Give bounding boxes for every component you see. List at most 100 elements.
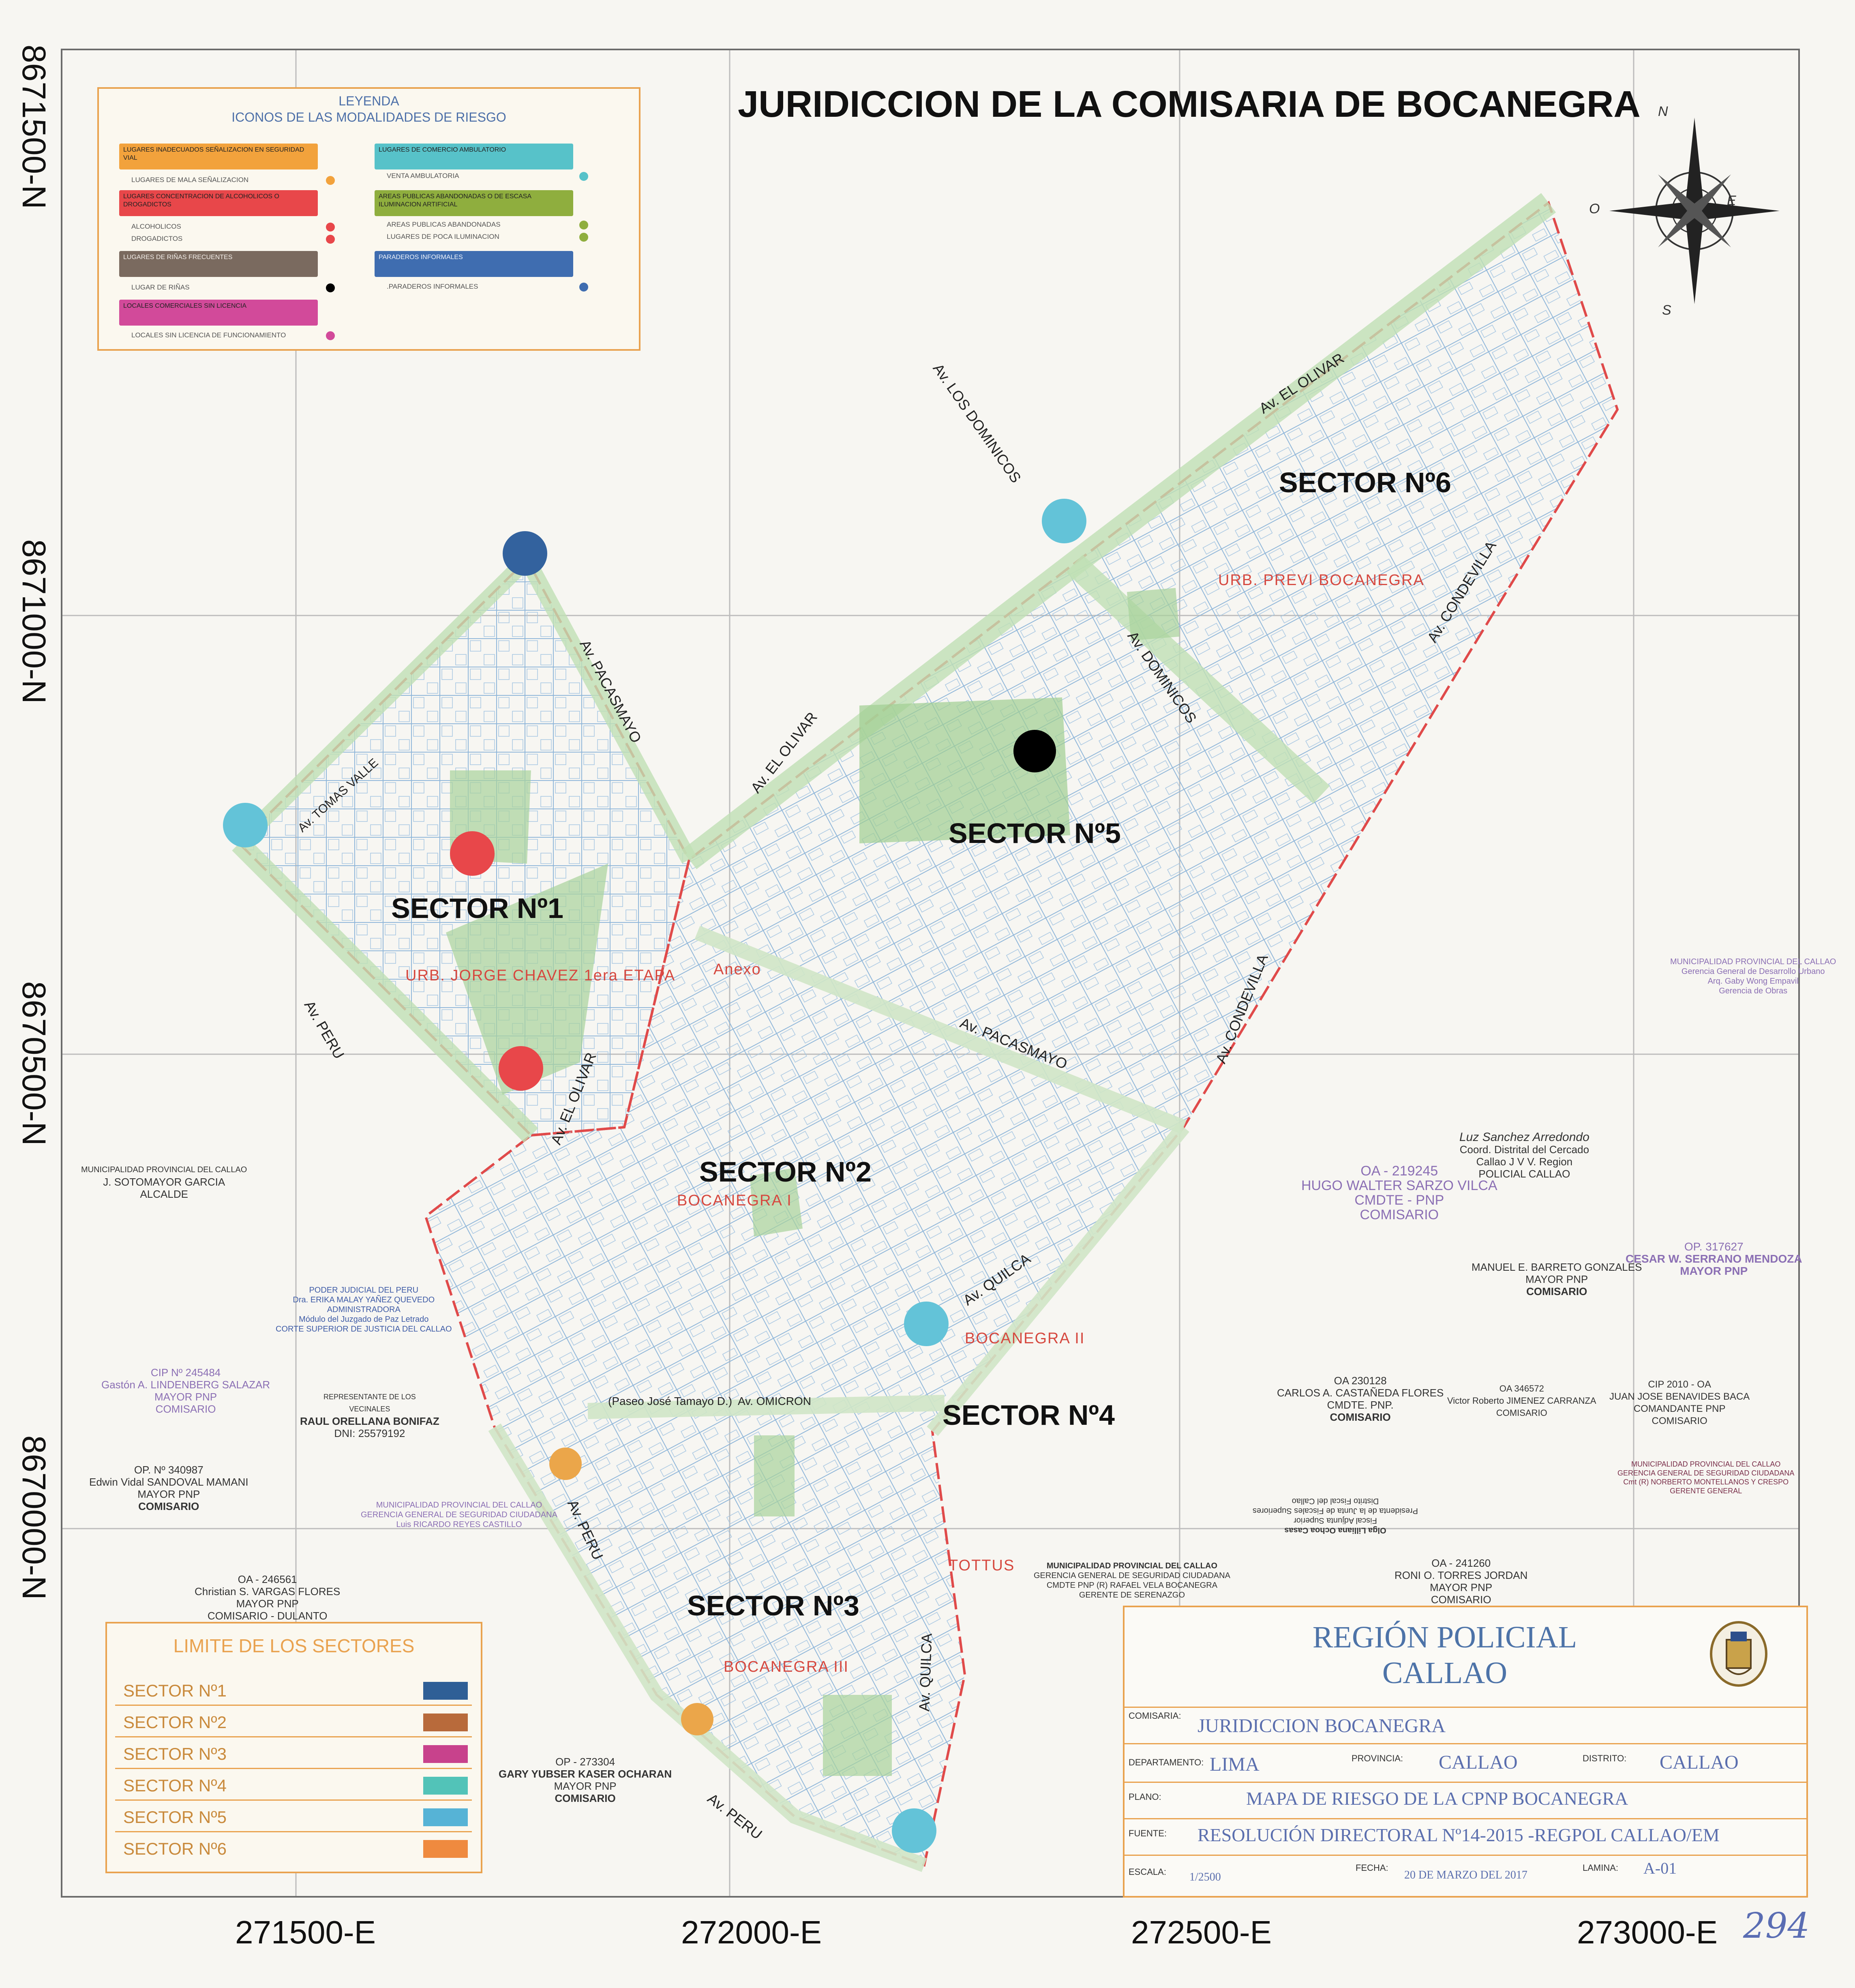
coord-x-3: 272500-E [1131, 1914, 1272, 1950]
legend-dot-magenta [326, 331, 335, 340]
stamp-alcalde: MUNICIPALIDAD PROVINCIAL DEL CALLAO J. S… [81, 1165, 247, 1200]
coord-y-3: 8670500-N [15, 981, 52, 1146]
stamp-norberto-montellanos: MUNICIPALIDAD PROVINCIAL DEL CALLAO GERE… [1617, 1460, 1795, 1495]
value-plano: MAPA DE RIESGO DE LA CPNP BOCANEGRA [1246, 1788, 1628, 1809]
legend-band-sin-licencia: LOCALES COMERCIALES SIN LICENCIA [119, 300, 318, 326]
stamp-manuel-barreto: MANUEL E. BARRETO GONZALES MAYOR PNP COM… [1472, 1261, 1642, 1297]
legend-dot-olive-2 [579, 233, 588, 242]
street-omicron: Av. OMICRON [738, 1395, 811, 1407]
label-departamento: DEPARTAMENTO: [1129, 1757, 1204, 1767]
value-escala: 1/2500 [1189, 1871, 1221, 1883]
stamp-carlos-castaneda: OA 230128 CARLOS A. CASTAÑEDA FLORES CMD… [1277, 1375, 1444, 1423]
legend-dot-olive-1 [579, 221, 588, 229]
value-lamina: A-01 [1643, 1859, 1677, 1877]
stamp-juan-benavides: CIP 2010 - OA JUAN JOSE BENAVIDES BACA C… [1609, 1379, 1750, 1426]
legend-band-paraderos: PARADEROS INFORMALES [375, 251, 573, 277]
coord-y-1: 8671500-N [15, 45, 52, 209]
stamp-olga-ochoa: Olga Lilliana Ochoa Casas Fiscal Adjunta… [1253, 1497, 1418, 1535]
sector-5-label: SECTOR Nº5 [949, 817, 1121, 849]
urb-bocanegra-iii: BOCANEGRA III [724, 1658, 849, 1675]
sector-6-label: SECTOR Nº6 [1279, 467, 1451, 498]
risk-marker-paradero [503, 531, 547, 576]
coord-x-1: 271500-E [235, 1914, 376, 1950]
urb-bocanegra-ii: BOCANEGRA II [965, 1330, 1085, 1347]
label-provincia: PROVINCIA: [1352, 1753, 1403, 1763]
label-fuente: FUENTE: [1129, 1828, 1167, 1838]
value-fecha: 20 DE MARZO DEL 2017 [1404, 1869, 1527, 1881]
value-distrito: CALLAO [1660, 1752, 1739, 1773]
stamp-luis-reyes: MUNICIPALIDAD PROVINCIAL DEL CALLAO GERE… [361, 1501, 557, 1529]
stamp-christian-vargas: OA - 246561 Christian S. VARGAS FLORES M… [195, 1573, 341, 1622]
urb-bocanegra-i: BOCANEGRA I [677, 1192, 792, 1209]
legend-band-alcoholicos: LUGARES CONCENTRACION DE ALCOHOLICOS O D… [119, 190, 318, 216]
legend-subtitle: ICONOS DE LAS MODALIDADES DE RIESGO [231, 110, 506, 124]
label-comisaria: COMISARIA: [1129, 1711, 1181, 1721]
legend-item-abandonadas: AREAS PUBLICAS ABANDONADAS [387, 221, 501, 228]
stamp-roni-torres: OA - 241260 RONI O. TORRES JORDAN MAYOR … [1394, 1557, 1528, 1606]
street-quilca-s: Av. QUILCA [916, 1633, 935, 1712]
legend-dot-black [326, 283, 335, 292]
value-provincia: CALLAO [1439, 1752, 1518, 1773]
label-fecha: FECHA: [1356, 1863, 1388, 1873]
coord-x-2: 272000-E [681, 1914, 822, 1950]
stamp-hugo-sarzo: OA - 219245 HUGO WALTER SARZO VILCA CMDT… [1301, 1163, 1497, 1222]
street-tamayo: (Paseo José Tamayo D.) [608, 1395, 733, 1407]
jurisdiction-areas [232, 193, 1619, 1872]
map-frame [61, 49, 1800, 1898]
coord-y-4: 8670000-N [15, 1435, 52, 1600]
stamp-edwin-sandoval: OP. Nº 340987 Edwin Vidal SANDOVAL MAMAN… [89, 1464, 248, 1512]
limit-swatch-6 [423, 1840, 468, 1858]
legend-band-senalizacion: LUGARES INADECUADOS SEÑALIZACION EN SEGU… [119, 144, 318, 169]
sector-1-label: SECTOR Nº1 [391, 892, 563, 924]
legend-band-abandonadas: AREAS PUBLICAS ABANDONADAS O DE ESCASA I… [375, 190, 573, 216]
risk-marker-venta-2 [1042, 499, 1086, 543]
urb-tottus: TOTTUS [949, 1557, 1015, 1574]
legend-dot-blue [579, 283, 588, 292]
risk-marker-senalizacion-2 [681, 1703, 713, 1735]
limit-row-5: SECTOR Nº5 [115, 1803, 472, 1832]
legend-title: LEYENDA [338, 94, 399, 108]
coord-x-4: 273000-E [1577, 1914, 1718, 1950]
limit-swatch-3 [423, 1745, 468, 1763]
stamp-victor-jimenez: OA 346572 Victor Roberto JIMENEZ CARRANZ… [1447, 1383, 1596, 1418]
sector-3-label: SECTOR Nº3 [687, 1590, 859, 1621]
stamp-raul-orellana: REPRESENTANTE DE LOS VECINALES RAUL OREL… [300, 1393, 439, 1439]
limit-row-3: SECTOR Nº3 [115, 1739, 472, 1769]
legend-item-alcoholicos: ALCOHOLICOS [131, 223, 181, 230]
label-lamina: LAMINA: [1583, 1863, 1619, 1873]
stamp-rafael-vela: MUNICIPALIDAD PROVINCIAL DEL CALLAO GERE… [1034, 1561, 1230, 1600]
limit-swatch-5 [423, 1808, 468, 1826]
risk-marker-venta-1 [223, 803, 268, 847]
risk-marker-venta-3 [904, 1302, 949, 1346]
risk-marker-alcoholicos-1 [450, 831, 495, 876]
compass-e: E [1727, 193, 1736, 208]
label-escala: ESCALA: [1129, 1867, 1166, 1877]
limit-swatch-1 [423, 1682, 468, 1700]
urb-anexo: Anexo [713, 961, 761, 978]
risk-legend: LEYENDA ICONOS DE LAS MODALIDADES DE RIE… [97, 87, 640, 351]
compass-n: N [1658, 104, 1668, 119]
compass-s: S [1662, 302, 1671, 318]
limit-row-4: SECTOR Nº4 [115, 1771, 472, 1801]
legend-dot-red-2 [326, 235, 335, 244]
risk-marker-alcoholicos-2 [499, 1046, 543, 1091]
limit-row-1: SECTOR Nº1 [115, 1676, 472, 1706]
sector-4-label: SECTOR Nº4 [942, 1399, 1115, 1431]
limit-swatch-4 [423, 1777, 468, 1795]
value-comisaria: JURIDICCION BOCANEGRA [1197, 1715, 1446, 1737]
stamp-luz-sanchez: Luz Sanchez Arredondo Coord. Distrital d… [1459, 1130, 1589, 1180]
risk-marker-venta-4 [892, 1808, 936, 1853]
risk-marker-senalizacion-1 [549, 1448, 582, 1480]
urb-jorge-chavez: URB. JORGE CHAVEZ 1era ETAPA [405, 967, 676, 984]
legend-item-drogadictos: DROGADICTOS [131, 235, 183, 242]
legend-band-rinas: LUGARES DE RIÑAS FRECUENTES [119, 251, 318, 277]
stamp-gary-kaser: OP - 273304 GARY YUBSER KASER OCHARAN MA… [499, 1756, 672, 1804]
sector-limits-legend: LIMITE DE LOS SECTORES SECTOR Nº1 SECTOR… [105, 1622, 482, 1873]
stamp-cesar-serrano: OP. 317627 CESAR W. SERRANO MENDOZA MAYO… [1626, 1240, 1802, 1277]
compass-o: O [1589, 201, 1600, 217]
police-emblem-icon [1710, 1621, 1767, 1687]
map-title: JURIDICCION DE LA COMISARIA DE BOCANEGRA [738, 84, 1641, 125]
stamp-poder-judicial: PODER JUDICIAL DEL PERU Dra. ERIKA MALAY… [276, 1286, 452, 1334]
